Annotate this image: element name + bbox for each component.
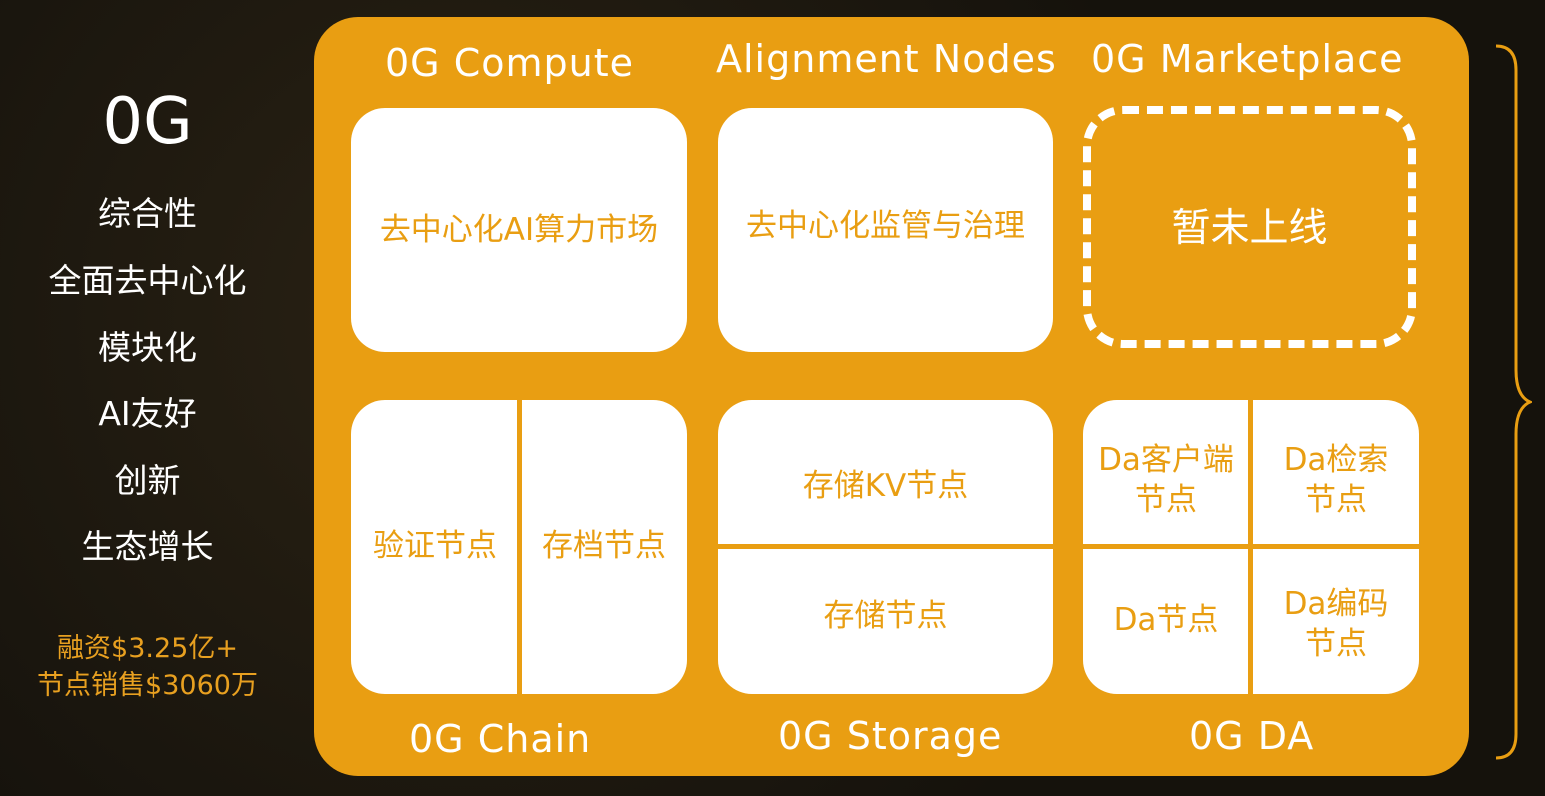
storage-node-label: 存储节点 [823,598,948,634]
curly-brace-icon [1495,44,1532,760]
chain-divider [517,400,522,694]
node-sales: 节点销售$3060万 [37,670,258,701]
funding-raised: 融资$3.25亿+ [57,633,238,664]
da-client-line1: Da客户端 [1098,442,1234,478]
feature-item: AI友好 [98,394,197,433]
da-encoder-node-label: Da编码 节点 [1253,584,1419,664]
da-retrieval-line2: 节点 [1305,482,1367,518]
brand-title: 0G [102,85,193,159]
section-title-alignment: Alignment Nodes [716,37,1057,81]
storage-kv-node-label: 存储KV节点 [802,468,969,504]
chain-card: 验证节点 存档节点 [351,400,687,694]
storage-card: 存储KV节点 存储节点 [718,400,1053,694]
marketplace-status: 暂未上线 [1171,206,1328,251]
da-client-node-label: Da客户端 节点 [1083,440,1249,520]
section-title-compute: 0G Compute [385,41,634,85]
da-encoder-line1: Da编码 [1283,586,1389,622]
compute-card: 去中心化AI算力市场 [351,108,687,352]
da-encoder-line2: 节点 [1305,626,1367,662]
feature-item: 创新 [114,461,181,500]
section-title-marketplace: 0G Marketplace [1091,37,1404,81]
left-summary: 0G 综合性 全面去中心化 模块化 AI友好 创新 生态增长 融资$3.25亿+… [0,0,295,796]
validator-node-label: 验证节点 [373,528,497,564]
marketplace-placeholder [1083,106,1416,348]
section-title-chain: 0G Chain [409,717,592,761]
section-title-storage: 0G Storage [778,714,1003,758]
da-divider-horizontal [1083,544,1419,549]
feature-item: 生态增长 [81,527,214,566]
feature-item: 综合性 [98,194,197,233]
storage-divider [718,544,1053,549]
compute-card-label: 去中心化AI算力市场 [379,212,659,248]
da-node-label: Da节点 [1113,602,1219,638]
feature-item: 全面去中心化 [48,261,247,300]
alignment-card-label: 去中心化监管与治理 [746,208,1025,244]
da-retrieval-line1: Da检索 [1283,442,1389,478]
da-retrieval-node-label: Da检索 节点 [1253,440,1419,520]
alignment-card: 去中心化监管与治理 [718,108,1053,352]
feature-item: 模块化 [98,328,197,367]
da-client-line2: 节点 [1135,482,1197,518]
section-title-da: 0G DA [1189,714,1315,758]
archive-node-label: 存档节点 [542,528,666,564]
da-card: Da客户端 节点 Da检索 节点 Da节点 Da编码 节点 [1083,400,1419,694]
